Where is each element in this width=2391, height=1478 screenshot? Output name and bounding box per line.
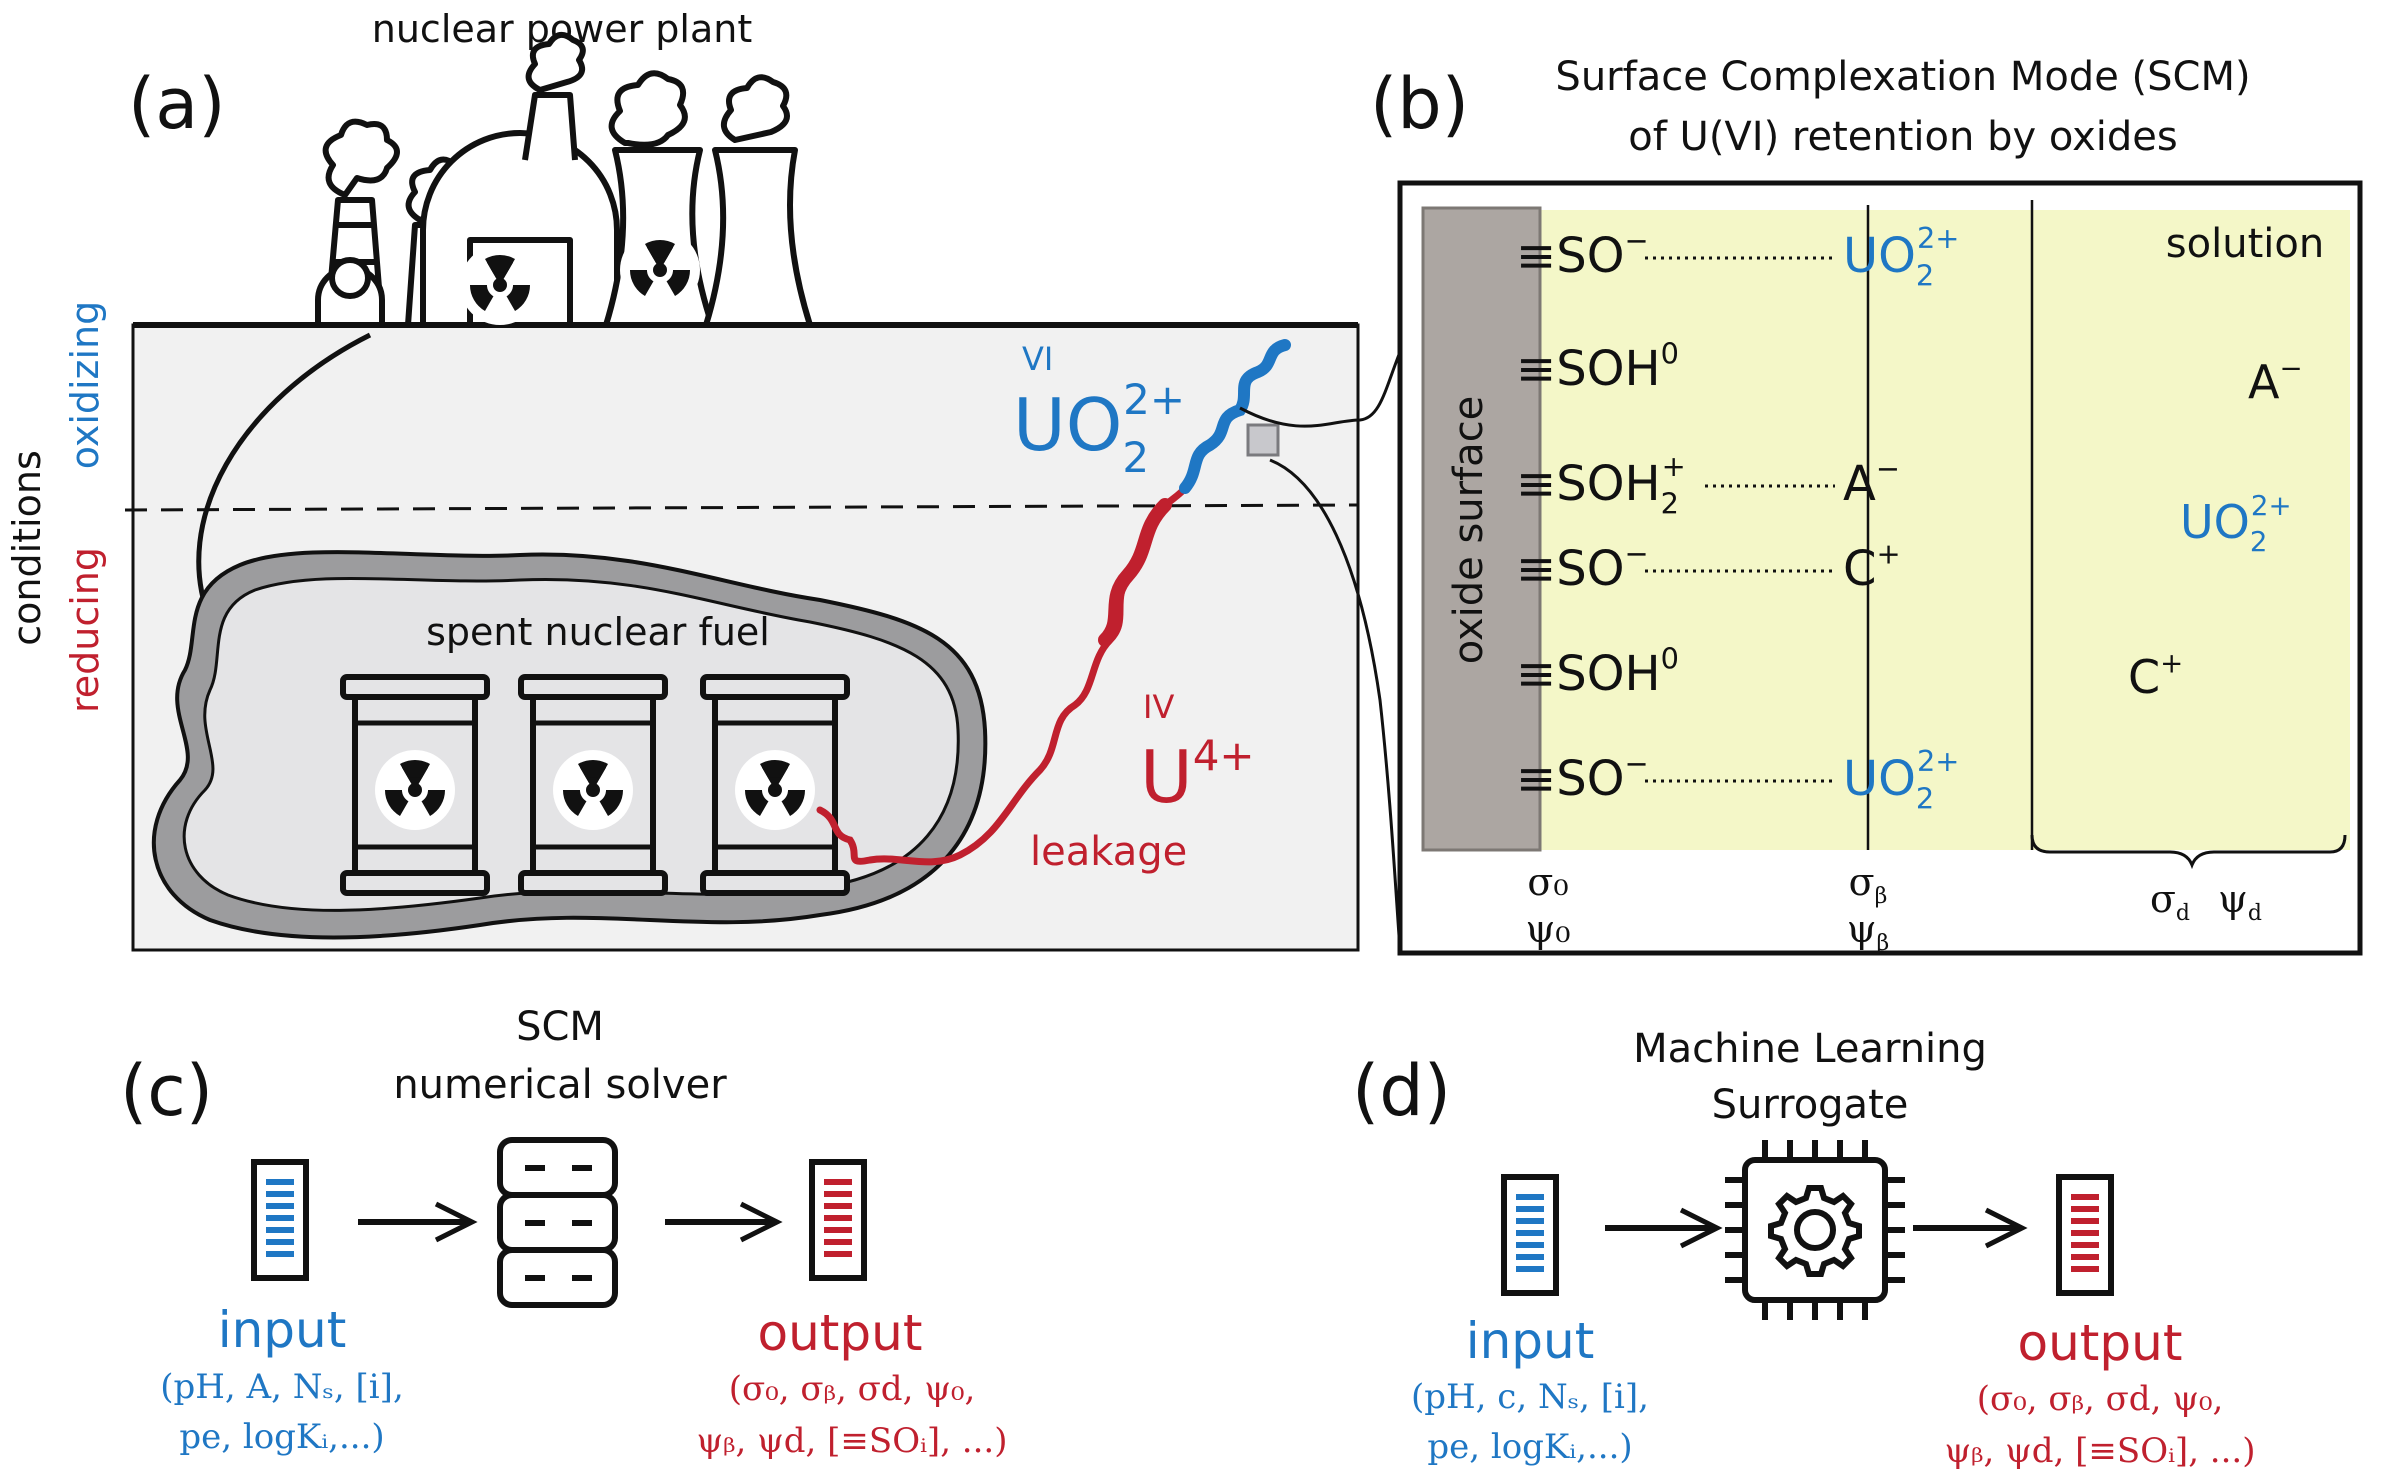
radiation-icon [620,230,700,310]
chip-gear-icon [1725,1140,1905,1320]
surface-site-species: ≡SOH0 [1516,336,1679,397]
fuel-label: spent nuclear fuel [426,610,770,654]
oxide-surface-block [1421,206,1542,852]
bond-lines [1645,256,1835,783]
sigmad-label: σd [2150,877,2190,926]
zoom-line-top [1239,351,1402,428]
surface-site-species: ≡SO− [1516,746,1649,807]
vi-label: VI [1022,340,1053,378]
species-mid: UO22+ A− C+ UO22+ [1843,221,1959,815]
radiation-icon [553,750,633,830]
solution-species: C+ [2128,646,2183,704]
panel-c-title-2: numerical solver [393,1062,727,1108]
surface-site-species: ≡SO− [1516,536,1649,597]
output-params-2: ψᵦ, ψd, [≡SOᵢ], ...) [696,1421,1007,1461]
beta-plane-species: UO22+ [1843,744,1959,815]
input-params-1: (pH, A, Nₛ, [i], [160,1367,404,1407]
input-label: input [1466,1312,1595,1370]
sigma0-label: σ₀ [1527,860,1568,904]
uo2-label: UO22+ [1013,375,1185,482]
panel-d-title-2: Surrogate [1712,1082,1909,1128]
panel-c-label: (c) [120,1050,213,1132]
surface-site-species: ≡SOH0 [1516,641,1679,702]
sigmab-label: σβ [1849,860,1888,909]
panel-b-title-1: Surface Complexation Mode (SCM) [1555,54,2250,100]
oxidizing-label: oxidizing [63,301,107,470]
radiation-icon [735,750,815,830]
surface-site-species: ≡SOH2+ [1516,449,1686,520]
psid-label: ψd [2218,877,2262,926]
oxide-surface-label: oxide surface [1446,396,1492,665]
input-params-2: pe, logKᵢ,...) [179,1417,384,1457]
input-document-icon [254,1162,306,1278]
panel-b-label: (b) [1370,63,1469,145]
output-label: output [758,1304,923,1362]
output-document-icon [812,1162,864,1278]
conditions-label: conditions [5,450,49,646]
psi0-label: ψ₀ [1525,907,1570,951]
panel-b: (b) Surface Complexation Mode (SCM) of U… [1370,54,2363,956]
redox-boundary [124,503,1359,512]
zoom-line-bottom [1269,458,1402,951]
panel-a-label: (a) [128,63,226,145]
output-document-icon [2059,1177,2111,1293]
leakage-label: leakage [1030,829,1187,875]
zoom-box [1246,423,1280,457]
output-params-1: (σ₀, σᵦ, σd, ψ₀, [729,1369,976,1409]
reducing-label: reducing [63,547,107,713]
iv-label: IV [1143,688,1174,726]
surface-site-species: ≡SO− [1516,223,1649,284]
input-params-2: pe, logKᵢ,...) [1427,1427,1632,1467]
migration-path-u6 [1179,339,1291,494]
panel-c-title-1: SCM [516,1004,604,1050]
species-right: A− UO22+ C+ [2128,351,2303,704]
radiation-icon [460,245,540,325]
solution-species: A− [2248,351,2303,409]
panel-d-label: (d) [1352,1050,1451,1132]
beta-plane-species: A− [1843,451,1900,512]
output-label: output [2018,1314,2183,1372]
input-label: input [218,1301,347,1359]
output-params-1: (σ₀, σᵦ, σd, ψ₀, [1977,1379,2224,1419]
solution-species: UO22+ [2180,489,2292,558]
beta-plane-species: UO22+ [1843,221,1959,292]
panel-c: (c) SCM numerical solver input (pH, A, N… [120,1004,1008,1461]
power-plant-icon [315,31,813,328]
input-params-1: (pH, c, Nₛ, [i], [1411,1377,1649,1417]
psib-label: ψβ [1847,907,1890,956]
panel-d-title-1: Machine Learning [1633,1026,1987,1072]
diffuse-brace [2030,834,2347,870]
input-document-icon [1504,1177,1556,1293]
solution-label: solution [2166,221,2324,267]
species-left: ≡SO− ≡SOH0 ≡SOH2+ ≡SO− ≡SOH0 ≡SO− [1516,223,1686,807]
u4-label: U4+ [1140,731,1255,819]
panel-d: (d) Machine Learning Surrogate input (pH… [1352,1026,2256,1471]
solution-region [1540,210,2350,850]
radiation-icon [375,750,455,830]
panel-b-title-2: of U(VI) retention by oxides [1628,114,2177,160]
leakage-path-thick [1098,498,1172,647]
panel-a: (a) nuclear power plant conditions oxidi… [5,7,1402,952]
beta-plane-species: C+ [1843,536,1901,597]
server-icon [497,1137,618,1308]
output-params-2: ψᵦ, ψd, [≡SOᵢ], ...) [1944,1431,2255,1471]
